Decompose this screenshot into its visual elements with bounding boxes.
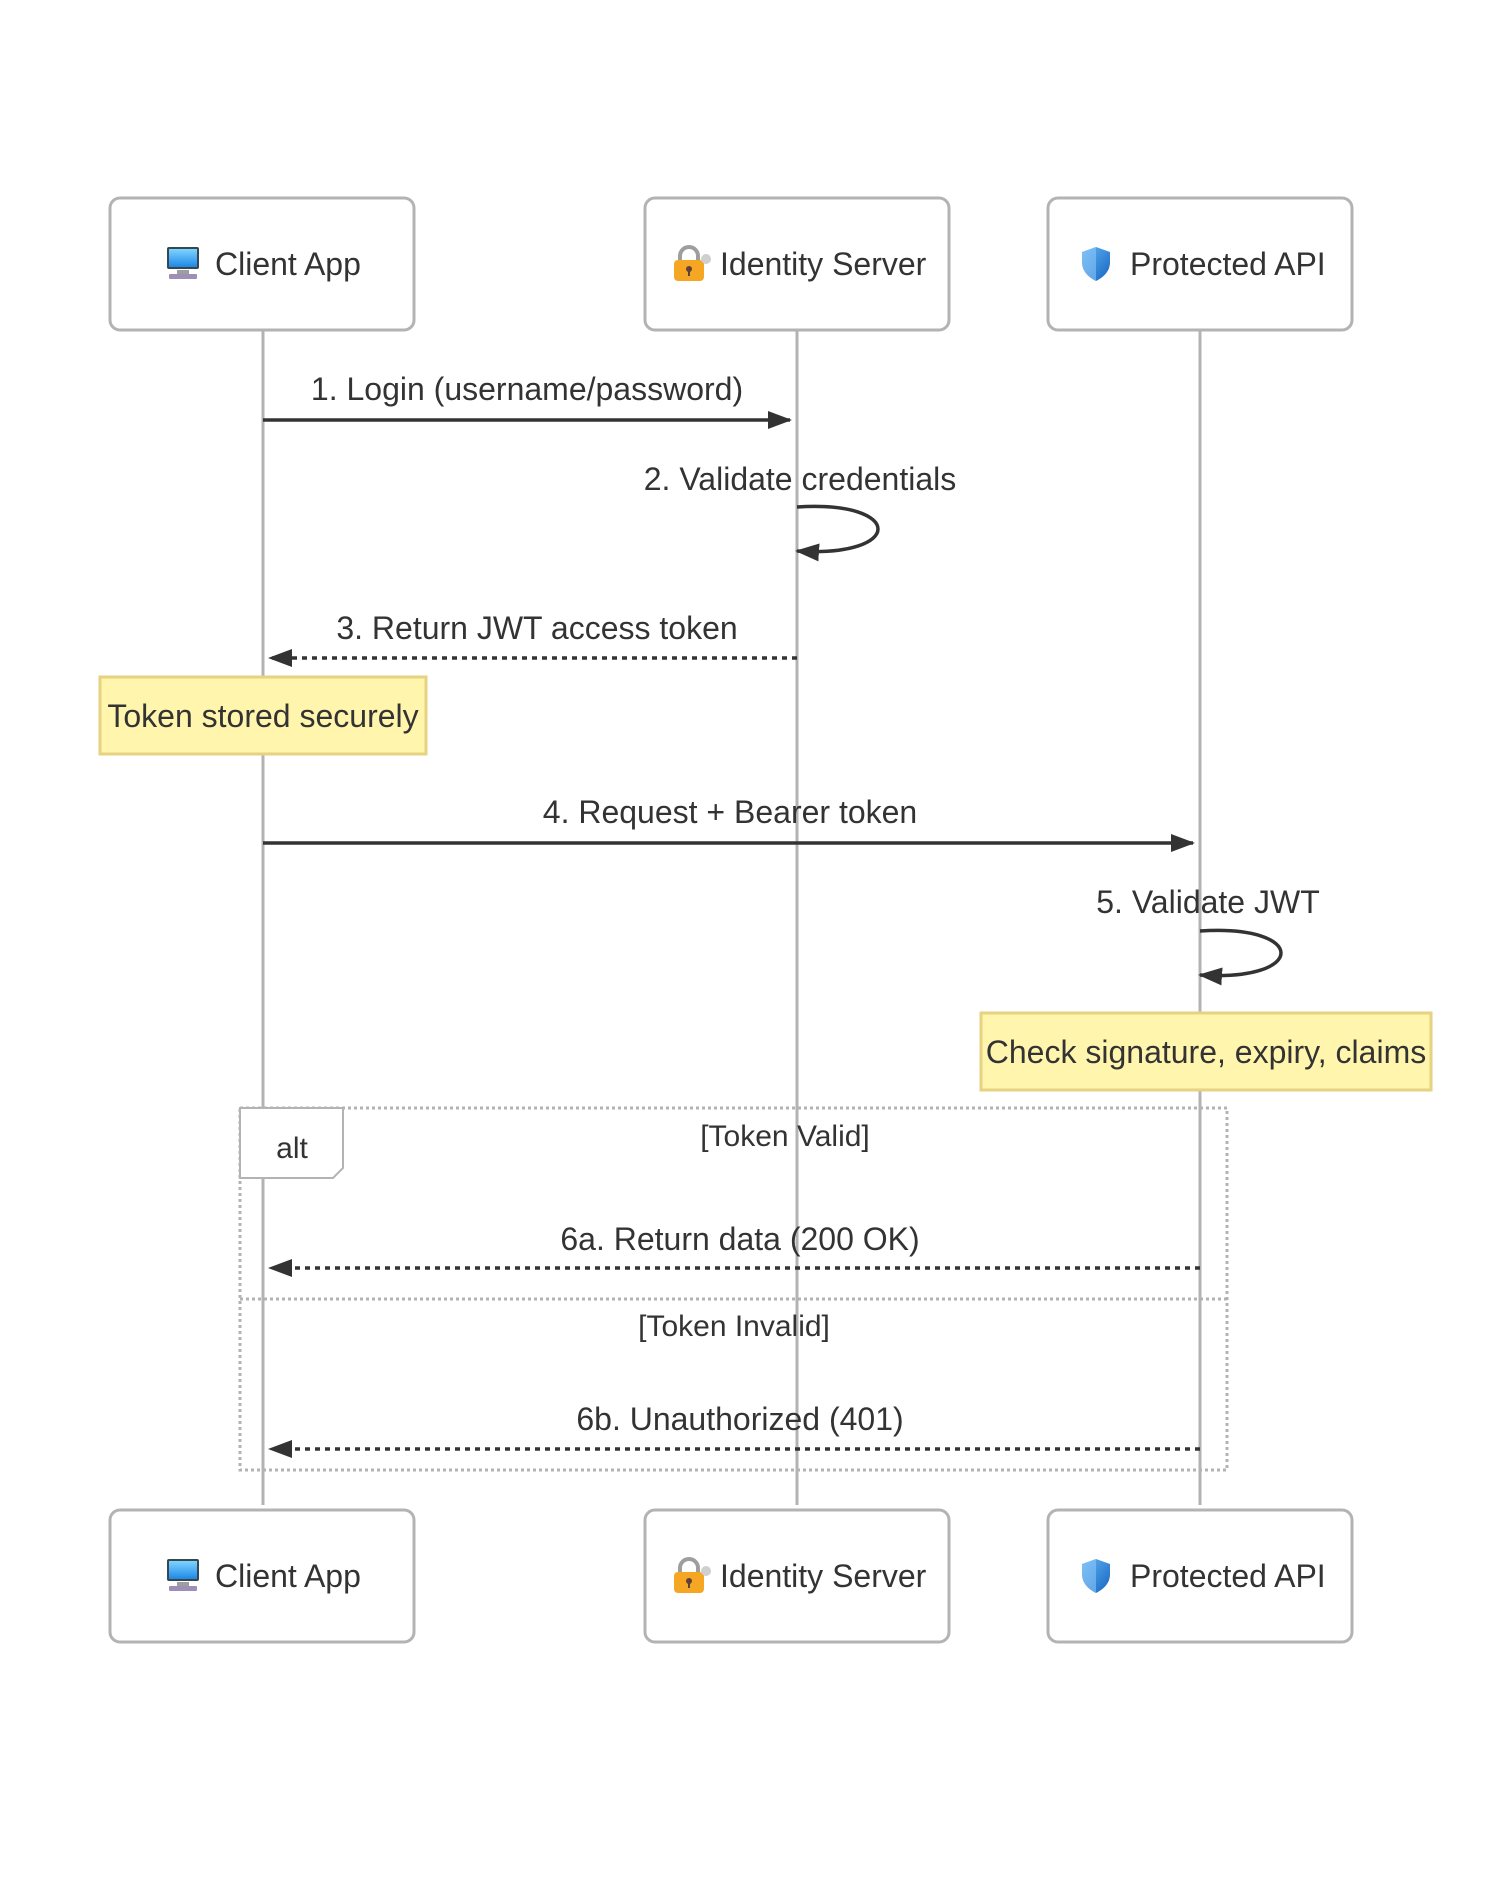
participant-identity-bottom: Identity Server <box>643 1508 951 1644</box>
note-token-stored: Token stored securely <box>98 675 428 756</box>
message-return-data: 6a. Return data (200 OK) <box>268 1221 1200 1277</box>
message-label: 6b. Unauthorized (401) <box>576 1401 903 1437</box>
participant-api-top: Protected API <box>1046 196 1354 332</box>
message-login: 1. Login (username/password) <box>263 371 792 429</box>
message-label: 3. Return JWT access token <box>336 610 737 646</box>
self-arrow <box>1198 928 1283 986</box>
message-unauthorized: 6b. Unauthorized (401) <box>268 1401 1200 1458</box>
participant-client-bottom: Client App <box>108 1508 416 1644</box>
alt-label: alt <box>276 1132 308 1165</box>
participant-api-bottom: Protected API <box>1046 1508 1354 1644</box>
participant-client-top: Client App <box>108 196 416 332</box>
message-label: 1. Login (username/password) <box>311 371 743 407</box>
message-validate-credentials: 2. Validate credentials <box>644 461 956 562</box>
message-label: 6a. Return data (200 OK) <box>560 1221 919 1257</box>
alt-label-box <box>239 1107 344 1179</box>
shield-icon <box>1082 247 1110 281</box>
alt-block: alt [Token Valid] [Token Invalid] <box>238 1106 1229 1472</box>
note-label: Check signature, expiry, claims <box>986 1034 1426 1070</box>
lock-key-icon <box>674 1557 711 1593</box>
message-return-jwt: 3. Return JWT access token <box>268 610 797 667</box>
participant-label: Client App <box>215 1558 361 1594</box>
alt-frame <box>238 1106 1229 1472</box>
message-label: 2. Validate credentials <box>644 461 956 497</box>
participant-label: Identity Server <box>720 1558 927 1594</box>
participant-label: Protected API <box>1130 1558 1326 1594</box>
participant-label: Identity Server <box>720 246 927 282</box>
note-check-signature: Check signature, expiry, claims <box>979 1011 1433 1092</box>
message-label: 5. Validate JWT <box>1096 884 1319 920</box>
participant-label: Client App <box>215 246 361 282</box>
self-arrow <box>795 504 880 562</box>
message-validate-jwt: 5. Validate JWT <box>1096 884 1320 986</box>
lock-key-icon <box>674 245 711 281</box>
participant-identity-top: Identity Server <box>643 196 951 332</box>
alt-condition-valid: [Token Valid] <box>700 1120 870 1153</box>
note-label: Token stored securely <box>107 698 418 734</box>
message-request-bearer: 4. Request + Bearer token <box>263 794 1195 852</box>
computer-icon <box>167 247 199 279</box>
message-label: 4. Request + Bearer token <box>543 794 917 830</box>
alt-condition-invalid: [Token Invalid] <box>638 1310 830 1343</box>
shield-icon <box>1082 1559 1110 1593</box>
computer-icon <box>167 1559 199 1591</box>
participant-label: Protected API <box>1130 246 1326 282</box>
